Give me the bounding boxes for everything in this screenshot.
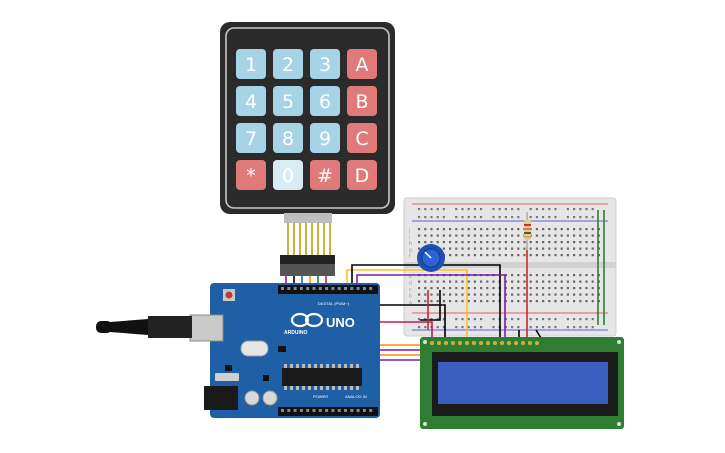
lcd-display[interactable]: [420, 337, 624, 429]
reset-button-icon[interactable]: [223, 289, 235, 301]
key-B[interactable]: B: [347, 86, 377, 116]
key-label: #: [317, 165, 333, 187]
key-1[interactable]: 1: [236, 49, 266, 79]
row-letter: b: [409, 294, 412, 300]
key-#[interactable]: #: [310, 160, 340, 190]
key-label: 3: [319, 54, 331, 76]
key-*[interactable]: *: [236, 160, 266, 190]
key-6[interactable]: 6: [310, 86, 340, 116]
key-label: 9: [319, 128, 331, 150]
key-D[interactable]: D: [347, 160, 377, 190]
key-label: 5: [282, 91, 294, 113]
key-label: 6: [319, 91, 331, 113]
key-label: 0: [282, 165, 294, 187]
row-letter: f: [409, 254, 411, 260]
key-7[interactable]: 7: [236, 123, 266, 153]
key-label: *: [246, 165, 256, 187]
row-letter: d: [409, 281, 412, 287]
row-letter: h: [409, 241, 412, 247]
arduino-board[interactable]: DIGITAL (PWM~) POWER ANALOG IN UNO ARDUI…: [204, 283, 380, 418]
atmega-chip: [282, 368, 362, 386]
resistor[interactable]: [524, 212, 531, 250]
keypad[interactable]: 1 2 3 A 4 5 6 B 7 8 9 C * 0 # D: [220, 22, 395, 214]
key-5[interactable]: 5: [273, 86, 303, 116]
key-label: 7: [245, 128, 257, 150]
key-label: C: [355, 128, 368, 150]
uno-label: UNO: [326, 315, 355, 330]
row-letter: j: [408, 228, 410, 234]
power-jack[interactable]: [204, 386, 238, 410]
digital-label: DIGITAL (PWM~): [318, 301, 350, 306]
key-8[interactable]: 8: [273, 123, 303, 153]
key-label: 1: [245, 54, 257, 76]
row-letter: c: [409, 287, 412, 293]
lcd-screen: [438, 362, 608, 404]
key-A[interactable]: A: [347, 49, 377, 79]
key-C[interactable]: C: [347, 123, 377, 153]
arduino-brand: ARDUINO: [284, 330, 307, 336]
key-2[interactable]: 2: [273, 49, 303, 79]
row-letter: i: [409, 235, 410, 241]
key-label: 8: [282, 128, 294, 150]
key-3[interactable]: 3: [310, 49, 340, 79]
key-label: A: [356, 54, 369, 76]
row-letter: a: [409, 300, 412, 306]
key-0[interactable]: 0: [273, 160, 303, 190]
key-label: 4: [245, 91, 257, 113]
infinity-logo-icon: [290, 312, 324, 328]
potentiometer[interactable]: [417, 244, 445, 272]
usb-cable-icon[interactable]: [96, 314, 224, 342]
key-9[interactable]: 9: [310, 123, 340, 153]
key-label: 2: [282, 54, 294, 76]
key-label: D: [355, 165, 370, 187]
row-letter: g: [409, 248, 412, 254]
key-label: B: [355, 91, 368, 113]
power-label: POWER: [313, 394, 328, 399]
analog-label: ANALOG IN: [345, 394, 367, 399]
key-4[interactable]: 4: [236, 86, 266, 116]
keypad-ribbon-connector: [280, 213, 335, 276]
row-letter: e: [409, 274, 412, 280]
